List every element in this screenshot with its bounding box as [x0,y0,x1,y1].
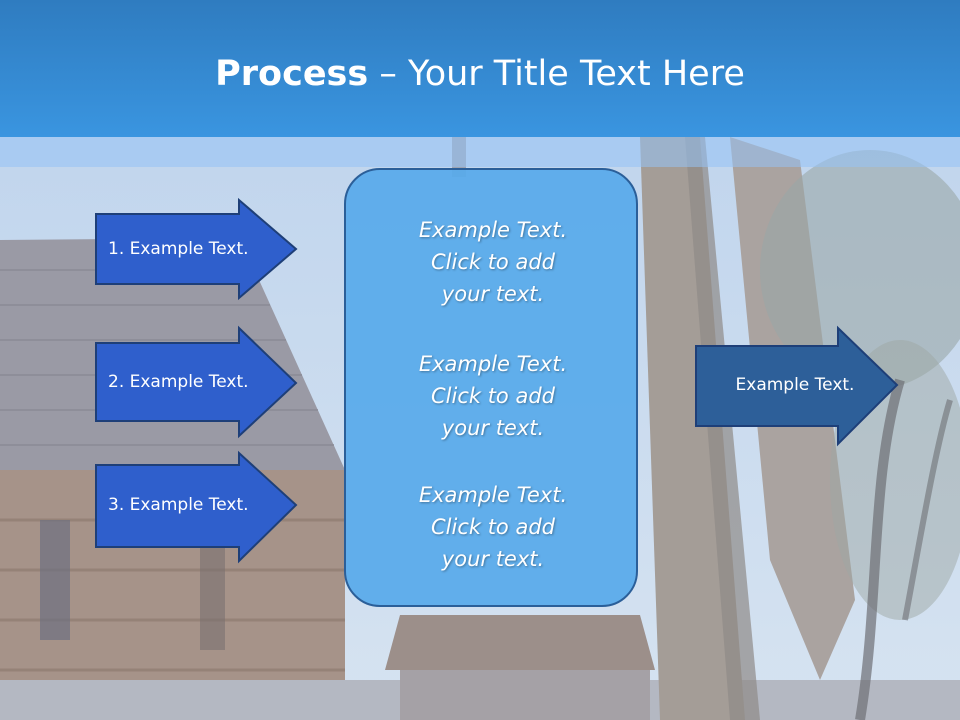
step-arrow-2[interactable]: 2. Example Text. [95,325,298,439]
slide-title: Process – Your Title Text Here [0,52,960,96]
arrow-shape [695,325,899,447]
center-paragraph-1: Example Text. Click to add your text. [418,218,568,306]
step-arrow-3[interactable]: 3. Example Text. [95,450,298,564]
result-arrow[interactable]: Example Text. [695,325,899,447]
step-label: 3. Example Text. [108,495,249,515]
arrow-shape [95,197,298,301]
result-label: Example Text. [735,375,855,395]
title-strip [0,137,960,167]
arrow-shape [95,325,298,439]
center-paragraph-3: Example Text. Click to add your text. [418,483,568,571]
title-bold: Process [215,54,369,94]
step-label: 2. Example Text. [108,372,249,392]
center-paragraph-2: Example Text. Click to add your text. [418,352,568,440]
arrow-shape [95,450,298,564]
step-label: 1. Example Text. [108,239,249,259]
center-text-panel[interactable]: Example Text. Click to add your text. Ex… [344,168,638,607]
step-arrow-1[interactable]: 1. Example Text. [95,197,298,301]
title-bar [0,0,960,137]
title-rest: – Your Title Text Here [368,54,745,94]
